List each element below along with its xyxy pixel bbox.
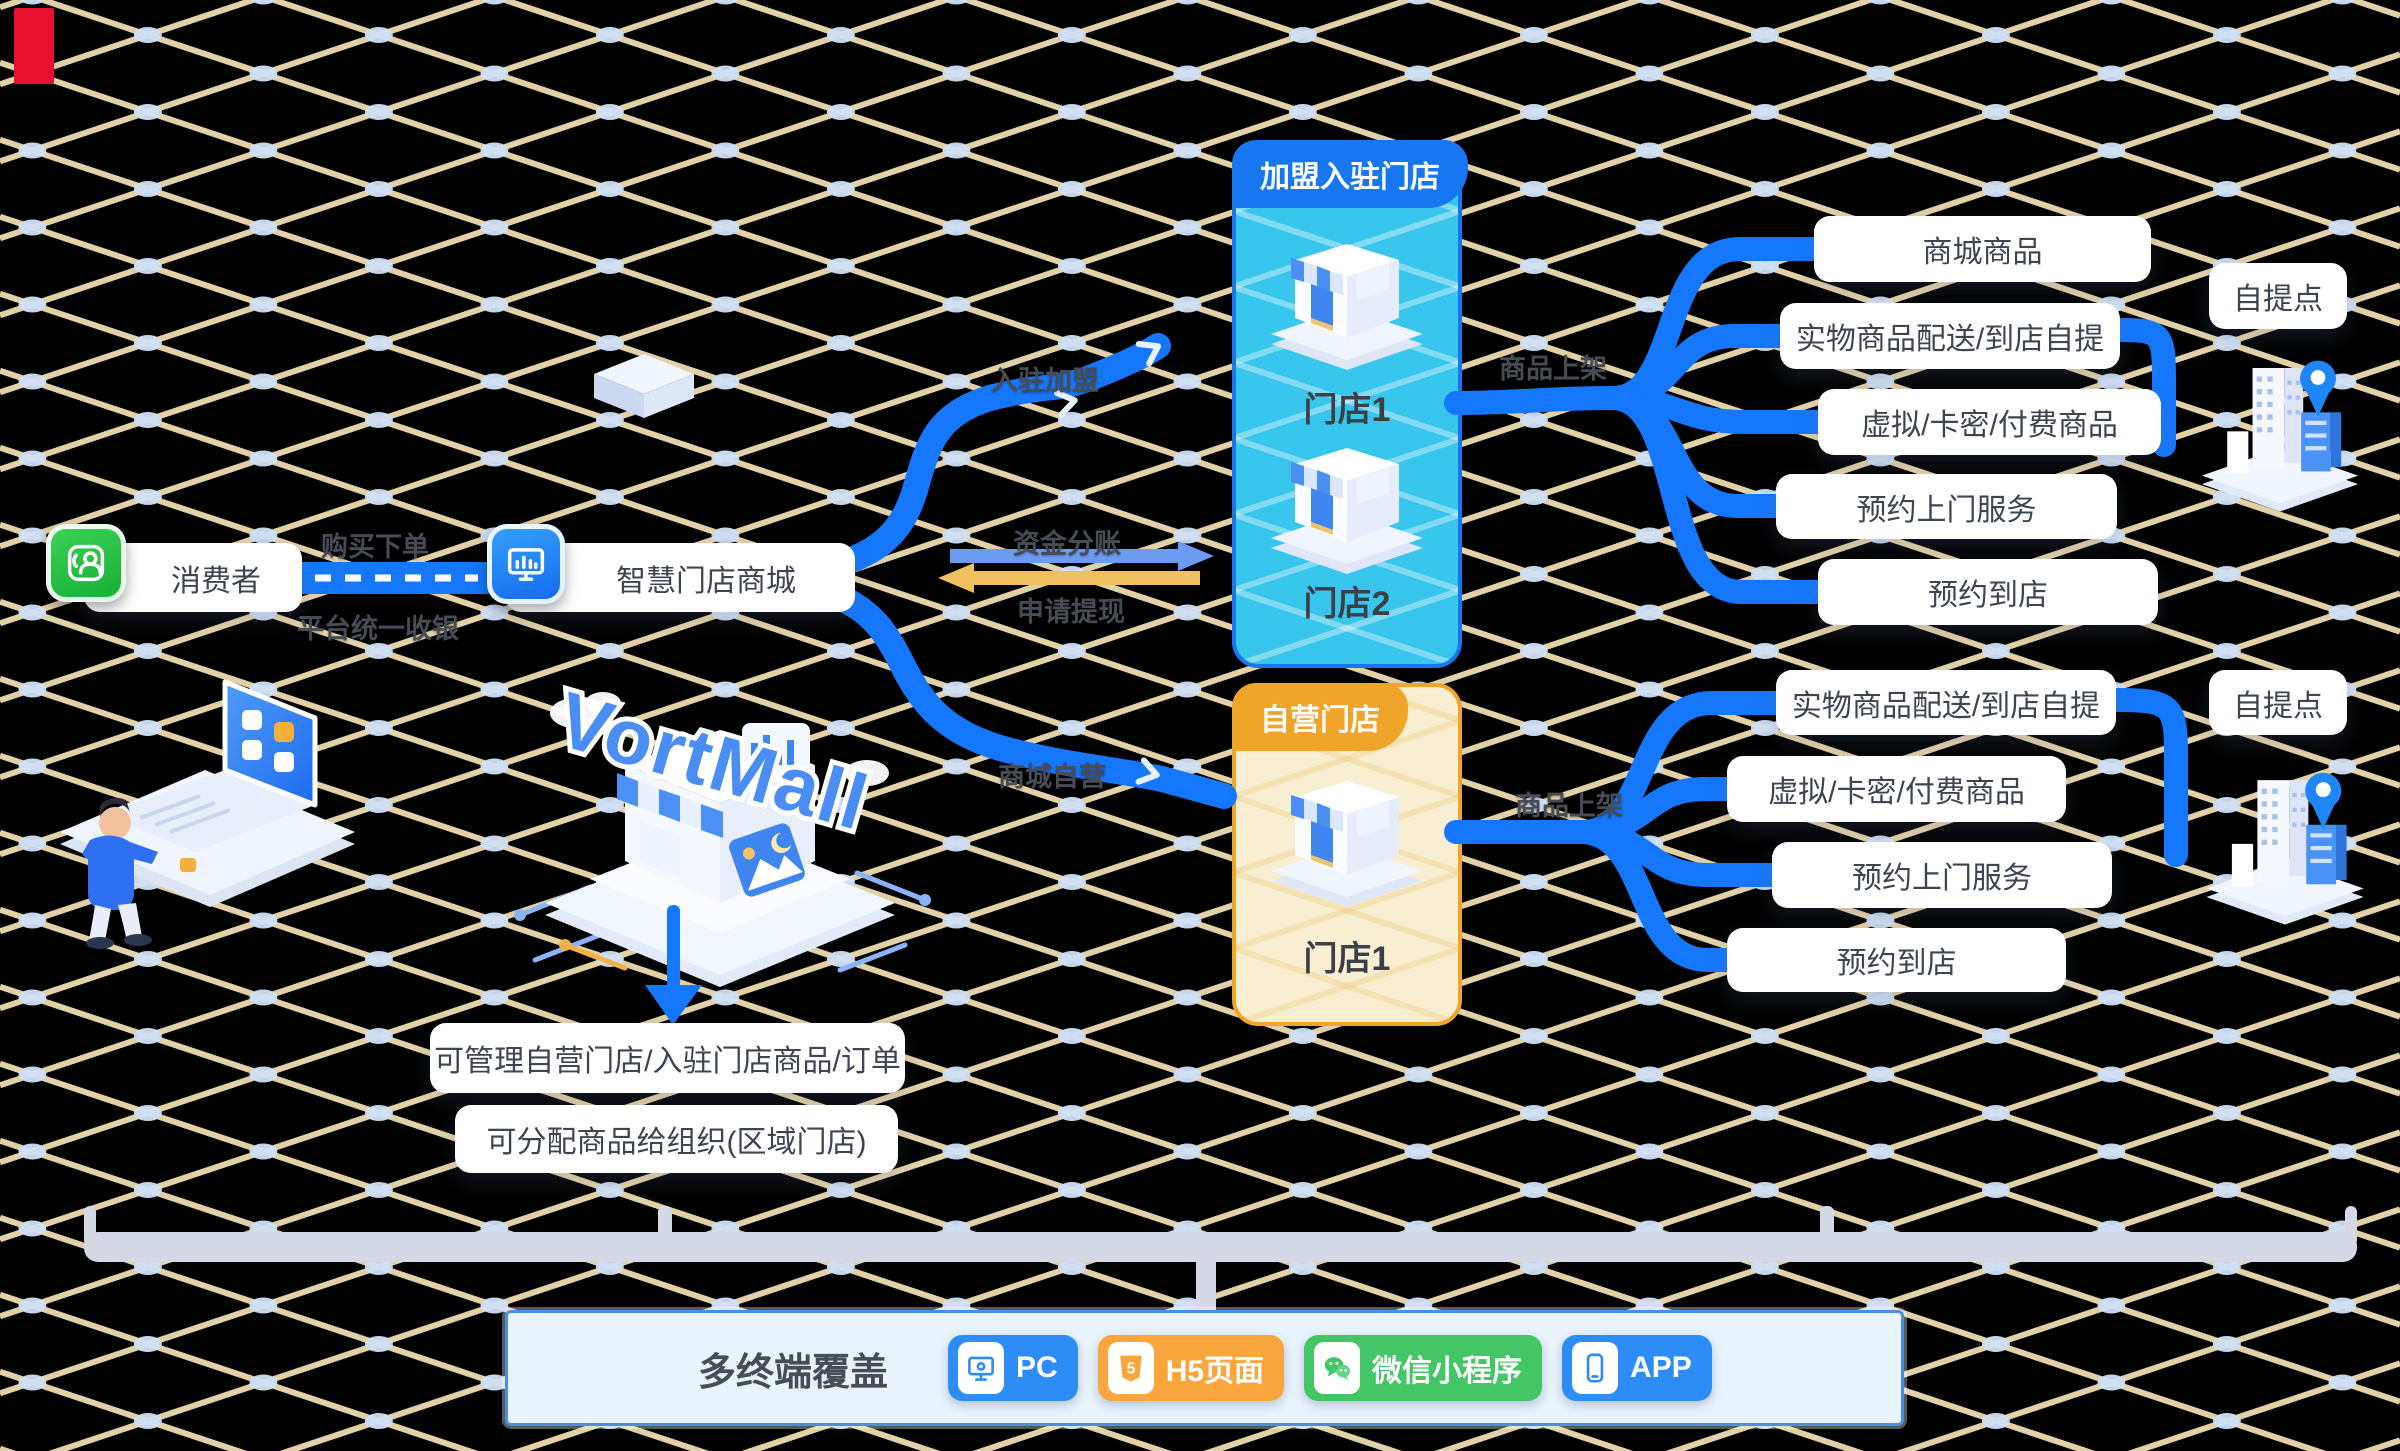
franchise-panel-title: 加盟入驻门店	[1232, 140, 1468, 208]
service-box: 虚拟/卡密/付费商品	[1818, 389, 2161, 455]
pipe-self-run	[792, 572, 1237, 809]
manage-note-box: 可管理自营门店/入驻门店商品/订单	[430, 1023, 905, 1093]
service-box: 预约到店	[1818, 559, 2158, 625]
corner-marker	[14, 8, 54, 84]
down-arrow	[645, 905, 702, 1025]
terminal-wechat: 微信小程序	[1304, 1335, 1543, 1401]
smart-mall-label: 智慧门店商城	[616, 564, 796, 598]
consumer-icon	[46, 524, 126, 602]
terminal-coverage-bar: 多终端覆盖 PC 5 H5页面	[505, 1310, 1904, 1426]
pipe-franchise-fanout	[1444, 237, 2176, 604]
funds-arrow	[950, 541, 1214, 571]
withdraw-arrow	[938, 563, 1200, 593]
franchise-panel: 加盟入驻门店 门店1 门店2	[1232, 140, 1468, 668]
bracket-bar	[84, 1232, 2357, 1262]
terminal-app: APP	[1562, 1335, 1712, 1401]
edge-withdraw-label: 申请提现	[1017, 597, 1125, 627]
service-box: 实物商品配送/到店自提	[1776, 670, 2116, 735]
self-store-1: 门店1	[1303, 940, 1391, 978]
bracket-notch-2	[1820, 1206, 1834, 1246]
edge-buy-label: 购买下单	[321, 532, 429, 562]
pickup-building-bottom	[2200, 740, 2370, 935]
people-icon	[67, 544, 105, 582]
vortmall-illustration: VortMall	[514, 670, 931, 987]
smart-mall-icon	[487, 524, 565, 604]
service-box: 实物商品配送/到店自提	[1780, 303, 2120, 369]
edge-upload-bottom-label: 商品上架	[1515, 791, 1623, 821]
terminal-pc-label: PC	[1016, 1351, 1058, 1384]
service-box: 虚拟/卡密/付费商品	[1727, 756, 2066, 822]
edge-join-label: 入驻加盟	[991, 366, 1099, 396]
bracket-notch-1	[658, 1206, 672, 1246]
edge-selfrun-label: 商城自营	[998, 762, 1106, 792]
franchise-store-1: 门店1	[1303, 391, 1391, 429]
service-box: 预约上门服务	[1776, 474, 2117, 539]
service-box: 商城商品	[1814, 216, 2151, 282]
operator-laptop-illustration	[60, 679, 355, 949]
franchise-panel-grid	[1236, 144, 1458, 664]
h5-shield-icon: 5	[1107, 1342, 1154, 1394]
terminal-coverage-title: 多终端覆盖	[698, 1351, 889, 1394]
edge-funds-label: 资金分账	[1013, 529, 1121, 559]
self-panel-title: 自营门店	[1232, 683, 1408, 751]
terminal-h5: 5 H5页面	[1097, 1335, 1285, 1401]
franchise-store-2: 门店2	[1303, 585, 1391, 623]
pickup-box-top: 自提点	[2209, 263, 2347, 329]
pickup-building-top	[2195, 330, 2365, 520]
pipe-self-fanout	[1444, 688, 2188, 972]
monitor-chart-icon	[507, 548, 545, 582]
terminal-h5-label: H5页面	[1165, 1355, 1265, 1388]
terminal-buttons: PC 5 H5页面	[948, 1313, 1712, 1423]
pipe-chevrons	[1053, 341, 1162, 785]
edge-cashier-label: 平台统一收银	[297, 614, 459, 644]
svg-text:5: 5	[1126, 1360, 1135, 1377]
bracket-cap-right	[2345, 1206, 2357, 1246]
terminal-wechat-label: 微信小程序	[1372, 1355, 1523, 1388]
self-panel: 自营门店 门店1	[1232, 683, 1462, 1026]
assign-note-box: 可分配商品给组织(区域门店)	[455, 1105, 898, 1173]
pickup-box-bottom: 自提点	[2209, 670, 2347, 735]
terminal-pc: PC	[948, 1335, 1078, 1401]
edge-upload-top-label: 商品上架	[1499, 354, 1607, 384]
bracket-cap-left	[84, 1206, 96, 1246]
phone-icon	[1572, 1342, 1619, 1394]
service-box: 预约上门服务	[1772, 842, 2112, 908]
consumer-label: 消费者	[171, 564, 261, 598]
pipe-join-franchise	[792, 333, 1171, 585]
wechat-icon	[1314, 1342, 1361, 1394]
bracket-stem	[1196, 1260, 1216, 1315]
service-box: 预约到店	[1727, 928, 2066, 992]
pc-monitor-icon	[958, 1342, 1004, 1394]
terminal-app-label: APP	[1630, 1351, 1692, 1384]
